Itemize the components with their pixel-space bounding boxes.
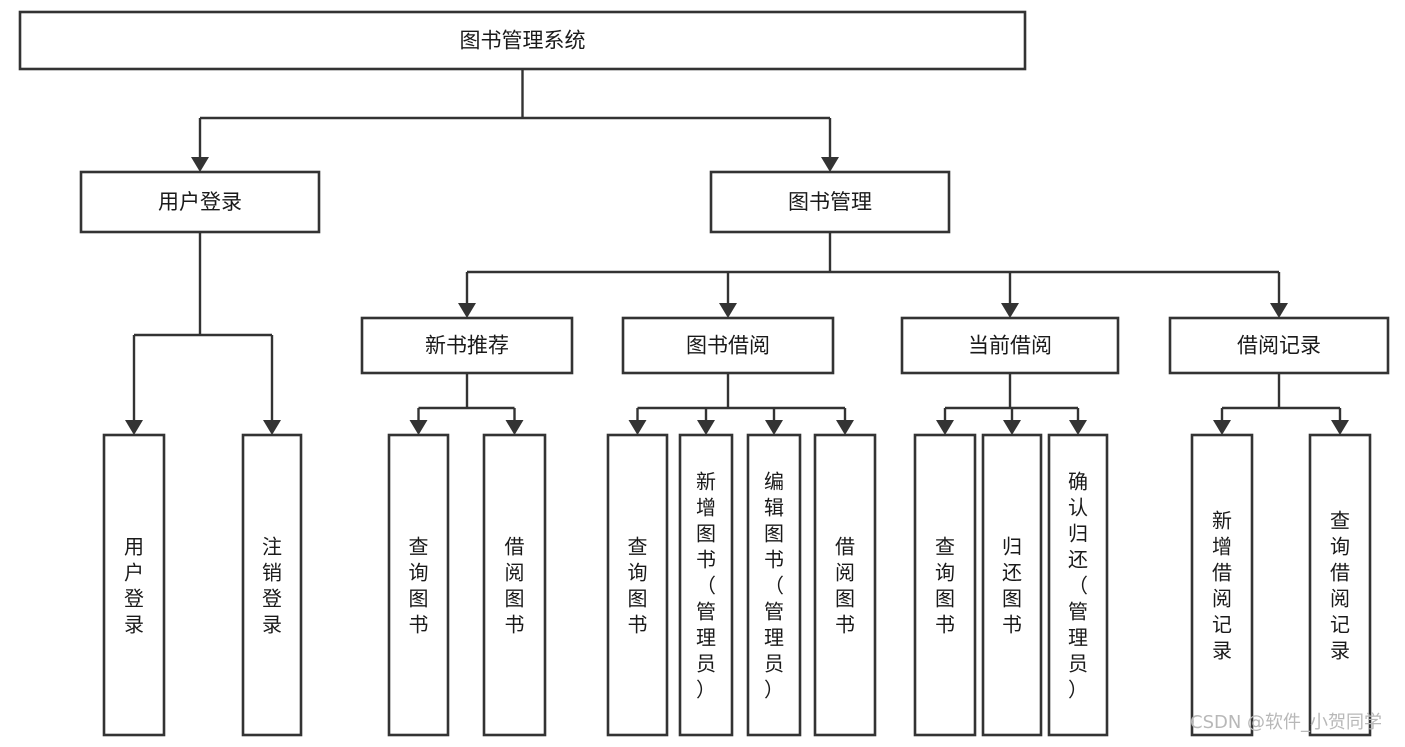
node-leaf-borrow-book-2[interactable]: 借阅图书 <box>813 433 877 737</box>
arrow-head-current-borrow <box>1001 303 1019 318</box>
node-label-leaf-logout: 注销登录 <box>262 534 282 636</box>
node-book-manage[interactable]: 图书管理 <box>709 170 951 234</box>
arrow-head-leaf-confirm-return <box>1069 420 1087 435</box>
arrow-head-leaf-borrow-book-2 <box>836 420 854 435</box>
node-leaf-query-book-1[interactable]: 查询图书 <box>387 433 450 737</box>
node-book-borrow[interactable]: 图书借阅 <box>621 316 835 375</box>
node-label-book-borrow: 图书借阅 <box>686 334 770 358</box>
node-box-current-borrow[interactable] <box>900 316 1120 375</box>
connectors-layer <box>125 69 1349 435</box>
node-label-leaf-query-book-1: 查询图书 <box>409 534 429 636</box>
node-box-leaf-logout[interactable] <box>241 433 303 737</box>
node-box-user-login[interactable] <box>79 170 321 234</box>
arrow-head-leaf-borrow-book-1 <box>505 420 524 435</box>
node-leaf-logout[interactable]: 注销登录 <box>241 433 303 737</box>
arrow-head-leaf-user-login <box>125 420 143 435</box>
arrow-head-book-borrow <box>719 303 737 318</box>
node-label-user-login: 用户登录 <box>158 190 242 214</box>
node-box-leaf-add-book[interactable] <box>678 433 734 737</box>
arrow-head-leaf-query-book-2 <box>628 420 647 435</box>
arrow-head-leaf-logout <box>263 420 281 435</box>
node-leaf-edit-book[interactable]: 编辑图书（管理员） <box>746 433 802 737</box>
node-label-leaf-query-borrow-record: 查询借阅记录 <box>1330 508 1350 662</box>
node-label-new-book-recommend: 新书推荐 <box>425 334 509 358</box>
csdn-watermark: CSDN @软件_小贺同学 <box>1190 712 1382 733</box>
node-label-current-borrow: 当前借阅 <box>968 334 1052 358</box>
node-label-leaf-query-book-2: 查询图书 <box>628 534 648 636</box>
node-box-leaf-confirm-return[interactable] <box>1047 433 1109 737</box>
node-box-leaf-user-login[interactable] <box>102 433 166 737</box>
node-leaf-confirm-return[interactable]: 确认归还（管理员） <box>1047 433 1109 737</box>
node-root[interactable]: 图书管理系统 <box>18 10 1027 71</box>
node-current-borrow[interactable]: 当前借阅 <box>900 316 1120 375</box>
node-label-leaf-edit-book: 编辑图书（管理员） <box>764 469 784 701</box>
node-box-book-borrow[interactable] <box>621 316 835 375</box>
node-box-leaf-query-borrow-record[interactable] <box>1308 433 1372 737</box>
node-new-book-recommend[interactable]: 新书推荐 <box>360 316 574 375</box>
node-box-book-manage[interactable] <box>709 170 951 234</box>
node-box-new-book-recommend[interactable] <box>360 316 574 375</box>
node-leaf-add-borrow-record[interactable]: 新增借阅记录 <box>1190 433 1254 737</box>
node-box-leaf-query-book-2[interactable] <box>606 433 669 737</box>
node-label-leaf-add-book: 新增图书（管理员） <box>696 469 716 701</box>
node-label-leaf-query-book-3: 查询图书 <box>935 534 955 636</box>
node-label-book-manage: 图书管理 <box>788 190 872 214</box>
node-label-leaf-user-login: 用户登录 <box>124 534 144 636</box>
arrow-head-leaf-add-borrow-record <box>1213 420 1231 435</box>
node-box-leaf-query-book-1[interactable] <box>387 433 450 737</box>
node-box-leaf-add-borrow-record[interactable] <box>1190 433 1254 737</box>
node-leaf-borrow-book-1[interactable]: 借阅图书 <box>482 433 547 737</box>
node-leaf-query-borrow-record[interactable]: 查询借阅记录 <box>1308 433 1372 737</box>
node-borrow-record[interactable]: 借阅记录 <box>1168 316 1390 375</box>
node-box-leaf-edit-book[interactable] <box>746 433 802 737</box>
arrow-head-leaf-query-borrow-record <box>1331 420 1349 435</box>
node-label-leaf-borrow-book-2: 借阅图书 <box>835 534 855 636</box>
node-leaf-user-login[interactable]: 用户登录 <box>102 433 166 737</box>
node-leaf-query-book-3[interactable]: 查询图书 <box>913 433 977 737</box>
node-label-leaf-add-borrow-record: 新增借阅记录 <box>1212 508 1232 662</box>
node-box-leaf-return-book[interactable] <box>981 433 1043 737</box>
node-box-leaf-borrow-book-2[interactable] <box>813 433 877 737</box>
node-label-leaf-confirm-return: 确认归还（管理员） <box>1068 469 1088 701</box>
arrow-head-book-manage <box>821 157 839 172</box>
node-leaf-query-book-2[interactable]: 查询图书 <box>606 433 669 737</box>
node-label-borrow-record: 借阅记录 <box>1237 334 1321 358</box>
node-leaf-add-book[interactable]: 新增图书（管理员） <box>678 433 734 737</box>
arrow-head-leaf-query-book-1 <box>409 420 428 435</box>
node-label-root: 图书管理系统 <box>460 29 586 53</box>
node-leaf-return-book[interactable]: 归还图书 <box>981 433 1043 737</box>
node-label-leaf-borrow-book-1: 借阅图书 <box>505 534 525 636</box>
arrow-head-leaf-edit-book <box>765 420 783 435</box>
arrow-head-leaf-query-book-3 <box>936 420 954 435</box>
node-box-borrow-record[interactable] <box>1168 316 1390 375</box>
arrow-head-new-book-recommend <box>458 303 476 318</box>
arrow-head-leaf-return-book <box>1003 420 1021 435</box>
arrow-head-leaf-add-book <box>697 420 715 435</box>
node-user-login[interactable]: 用户登录 <box>79 170 321 234</box>
node-box-leaf-borrow-book-1[interactable] <box>482 433 547 737</box>
node-label-leaf-return-book: 归还图书 <box>1002 534 1022 636</box>
arrow-head-user-login <box>191 157 209 172</box>
node-box-root[interactable] <box>18 10 1027 71</box>
node-box-leaf-query-book-3[interactable] <box>913 433 977 737</box>
nodes-layer: 图书管理系统用户登录图书管理新书推荐图书借阅当前借阅借阅记录用户登录注销登录查询… <box>18 10 1390 737</box>
arrow-head-borrow-record <box>1270 303 1288 318</box>
